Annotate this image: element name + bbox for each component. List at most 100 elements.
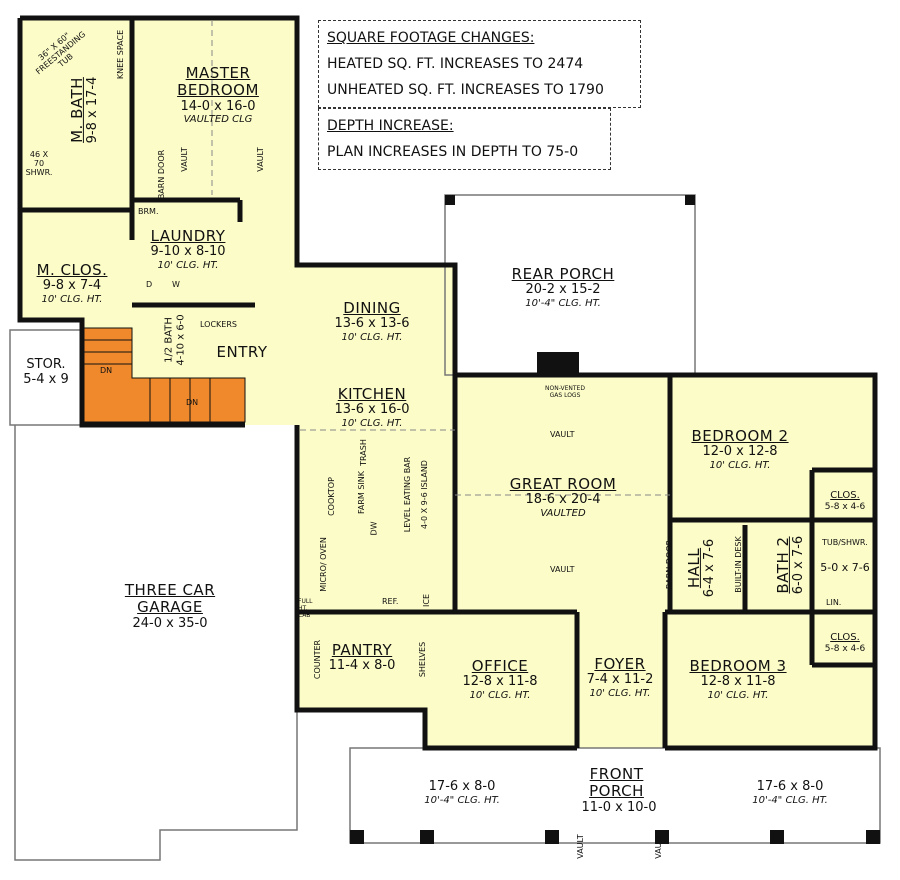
room-closet-2: CLOS. 5-8 x 4-6 bbox=[825, 490, 865, 512]
gas-logs-label: NON-VENTED GAS LOGS bbox=[545, 385, 585, 399]
room-dim: 5-0 x 7-6 bbox=[820, 561, 870, 574]
stair-down-label: DN bbox=[100, 366, 113, 375]
room-dim: 6-0 x 7-6 bbox=[791, 535, 807, 595]
micro-oven-label: MICRO/ OVEN bbox=[318, 537, 328, 592]
room-name: REAR PORCH bbox=[511, 265, 615, 283]
note-line: PLAN INCREASES IN DEPTH TO 75-0 bbox=[327, 144, 579, 160]
stair-down-label: DN bbox=[186, 398, 199, 407]
room-dim: 9-10 x 8-10 bbox=[150, 244, 226, 260]
washer-label: W bbox=[172, 280, 180, 289]
room-dim: 20-2 x 15-2 bbox=[525, 282, 601, 298]
room-dim: 24-0 x 35-0 bbox=[132, 615, 208, 631]
room-name: THREE CAR GARAGE bbox=[124, 581, 216, 617]
trash-label: TRASH bbox=[358, 439, 368, 466]
room-great-room: GREAT ROOM 18-6 x 20-4 VAULTED bbox=[509, 475, 617, 520]
room-name: DINING bbox=[343, 299, 401, 317]
room-name: M. CLOS. bbox=[36, 261, 108, 279]
room-dim: 9-8 x 17-4 bbox=[85, 76, 101, 144]
room-name: CLOS. bbox=[830, 632, 860, 643]
room-name: FOYER bbox=[594, 655, 646, 673]
room-dim: 17-6 x 8-0 bbox=[428, 779, 496, 794]
room-rear-porch: REAR PORCH 20-2 x 15-2 10'-4" CLG. HT. bbox=[511, 265, 615, 310]
vault-label: VAULT bbox=[255, 147, 265, 172]
room-hall: HALL 6-4 x 7-6 bbox=[684, 538, 718, 598]
stair-treads bbox=[84, 339, 211, 422]
room-name: HALL bbox=[684, 547, 703, 589]
room-name: ENTRY bbox=[216, 343, 268, 361]
room-master-closet: M. CLOS. 9-8 x 7-4 10' CLG. HT. bbox=[36, 261, 108, 306]
room-name: FRONT PORCH bbox=[589, 765, 644, 801]
room-name: M. BATH bbox=[67, 77, 86, 143]
room-name: BEDROOM 2 bbox=[691, 427, 789, 445]
room-porch-right: 17-6 x 8-0 10'-4" CLG. HT. bbox=[752, 779, 828, 806]
broom-closet-label: BRM. bbox=[138, 207, 159, 216]
vault-label: VAULT bbox=[179, 147, 189, 172]
room-ceiling: 10' CLG. HT. bbox=[469, 690, 531, 702]
room-ceiling: 10'-4" CLG. HT. bbox=[752, 794, 828, 806]
room-dim: 5-8 x 4-6 bbox=[824, 501, 866, 512]
note-line: UNHEATED SQ. FT. INCREASES TO 1790 bbox=[327, 82, 604, 98]
cooktop-label: COOKTOP bbox=[326, 477, 336, 516]
full-cab-label: FULL HT. CAB bbox=[298, 598, 313, 619]
room-entry: ENTRY bbox=[216, 343, 268, 361]
room-garage: THREE CAR GARAGE 24-0 x 35-0 bbox=[115, 581, 225, 631]
room-fills bbox=[20, 18, 875, 748]
room-pantry: PANTRY 11-4 x 8-0 bbox=[329, 641, 396, 674]
room-laundry: LAUNDRY 9-10 x 8-10 10' CLG. HT. bbox=[150, 227, 226, 272]
knee-space-label: KNEE SPACE bbox=[116, 29, 126, 80]
barn-door-label: BARN DOOR bbox=[665, 539, 675, 590]
island-label: 4-0 X 9-6 ISLAND bbox=[419, 460, 429, 529]
room-name: CLOS. bbox=[830, 490, 860, 501]
room-bedroom-2: BEDROOM 2 12-0 x 12-8 10' CLG. HT. bbox=[691, 427, 789, 472]
room-dim: 11-0 x 10-0 bbox=[581, 799, 657, 815]
unheated-outlines bbox=[9, 194, 881, 861]
room-name: KITCHEN bbox=[337, 385, 407, 403]
room-ceiling: 10' CLG. HT. bbox=[157, 260, 219, 272]
room-dim: 14-0 x 16-0 bbox=[180, 98, 256, 114]
dryer-label: D bbox=[146, 280, 153, 289]
linen-label: LIN. bbox=[826, 598, 842, 607]
walls bbox=[17, 15, 878, 751]
room-bedroom-3: BEDROOM 3 12-8 x 11-8 10' CLG. HT. bbox=[689, 657, 787, 702]
room-dim: 13-6 x 13-6 bbox=[334, 316, 410, 332]
room-ceiling: 10' CLG. HT. bbox=[707, 690, 769, 702]
room-name: 1/2 BATH bbox=[163, 317, 175, 363]
vault-label: VAULT bbox=[653, 834, 663, 859]
room-dim: 5-8 x 4-6 bbox=[824, 643, 866, 654]
shelves-label: SHELVES bbox=[418, 641, 428, 678]
room-front-porch: FRONT PORCH 11-0 x 10-0 bbox=[581, 765, 657, 815]
room-storage: STOR. 5-4 x 9 bbox=[23, 357, 68, 388]
lockers-label: LOCKERS bbox=[200, 320, 237, 329]
room-name: BEDROOM 3 bbox=[689, 657, 787, 675]
room-dim: 13-6 x 16-0 bbox=[334, 402, 410, 418]
room-name: GREAT ROOM bbox=[509, 475, 617, 493]
room-dim: 9-8 x 7-4 bbox=[42, 278, 102, 294]
room-dim: 7-4 x 11-2 bbox=[586, 672, 654, 688]
room-name: OFFICE bbox=[471, 657, 529, 675]
room-ceiling: 10'-4" CLG. HT. bbox=[525, 298, 601, 310]
room-name: BATH 2 bbox=[773, 536, 792, 594]
note-line: HEATED SQ. FT. INCREASES TO 2474 bbox=[327, 56, 584, 72]
shower-label: 46 X 70 SHWR. bbox=[25, 150, 53, 177]
room-dim: 6-4 x 7-6 bbox=[702, 538, 718, 598]
vault-label: VAULT bbox=[550, 430, 575, 439]
eating-bar-label: LEVEL EATING BAR bbox=[403, 456, 413, 533]
vault-label: VAULT bbox=[575, 834, 585, 859]
porch-posts bbox=[350, 195, 880, 844]
room-dim: 18-6 x 20-4 bbox=[525, 492, 601, 508]
room-name: PANTRY bbox=[331, 641, 393, 659]
room-porch-left: 17-6 x 8-0 10'-4" CLG. HT. bbox=[424, 779, 500, 806]
room-dim: 12-8 x 11-8 bbox=[462, 674, 538, 690]
room-ceiling: 10' CLG. HT. bbox=[341, 418, 403, 430]
tub-shower-label: TUB/SHWR. bbox=[822, 538, 868, 547]
room-name: LAUNDRY bbox=[150, 227, 226, 245]
room-master-bedroom: MASTER BEDROOM 14-0 x 16-0 VAULTED CLG bbox=[173, 64, 263, 126]
room-office: OFFICE 12-8 x 11-8 10' CLG. HT. bbox=[462, 657, 538, 702]
room-ceiling: 10' CLG. HT. bbox=[341, 332, 403, 344]
room-ceiling: VAULTED CLG bbox=[183, 114, 253, 126]
room-dim: 12-8 x 11-8 bbox=[700, 674, 776, 690]
counter-label: COUNTER bbox=[313, 639, 323, 680]
ceiling-lines bbox=[211, 20, 670, 496]
room-closet-3: CLOS. 5-8 x 4-6 bbox=[825, 632, 865, 654]
